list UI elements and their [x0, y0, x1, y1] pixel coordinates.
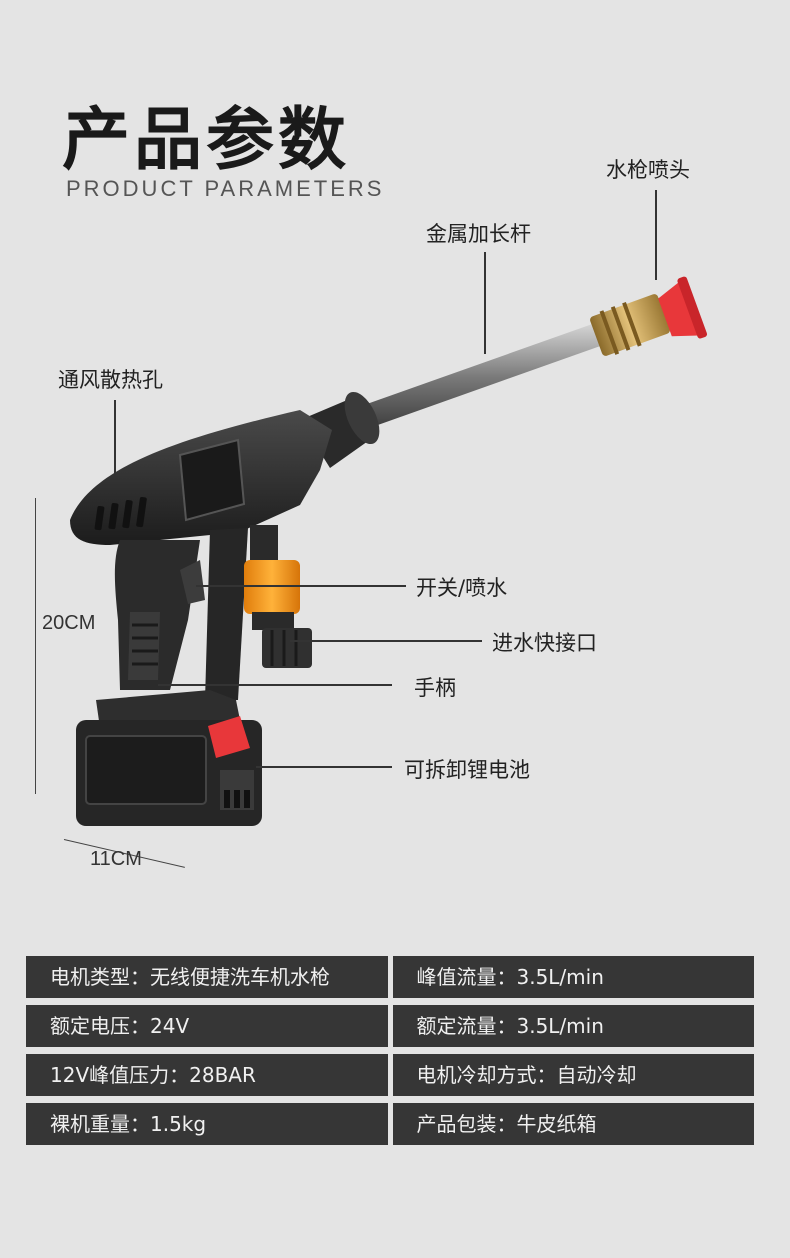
metal-rod	[350, 322, 606, 432]
leader-inlet	[290, 640, 482, 642]
callout-inlet: 进水快接口	[492, 631, 597, 655]
leader-battery	[256, 766, 392, 768]
callout-battery: 可拆卸锂电池	[404, 758, 530, 782]
specs-row: 电机类型：无线便捷洗车机水枪 峰值流量：3.5L/min	[26, 956, 754, 998]
gun-grip	[114, 528, 248, 700]
vent-slots	[94, 496, 147, 531]
callout-nozzle: 水枪喷头	[606, 158, 690, 182]
spec-cooling-method: 电机冷却方式：自动冷却	[392, 1054, 754, 1096]
page-subtitle: PRODUCT PARAMETERS	[66, 176, 385, 201]
height-dimension-line	[35, 498, 36, 794]
callout-switch: 开关/喷水	[416, 576, 508, 600]
battery-pack	[76, 690, 262, 826]
switch-inlet-column	[244, 525, 312, 668]
spec-motor-type: 电机类型：无线便捷洗车机水枪	[26, 956, 388, 998]
spec-rated-voltage: 额定电压：24V	[26, 1005, 388, 1047]
leader-rod	[484, 252, 486, 354]
callout-vent: 通风散热孔	[58, 368, 163, 392]
specs-table: 电机类型：无线便捷洗车机水枪 峰值流量：3.5L/min 额定电压：24V 额定…	[26, 956, 754, 1152]
spec-packaging: 产品包装：牛皮纸箱	[392, 1103, 754, 1145]
leader-vent	[114, 400, 116, 476]
red-nozzle	[658, 276, 708, 339]
callout-handle: 手柄	[414, 676, 456, 700]
page-title: 产品参数	[62, 101, 351, 180]
width-dimension-label: 11CM	[90, 848, 142, 870]
callout-rod: 金属加长杆	[426, 222, 531, 246]
leader-handle	[158, 684, 392, 686]
spec-weight: 裸机重量：1.5kg	[26, 1103, 388, 1145]
height-dimension-label: 20CM	[42, 612, 96, 634]
specs-row: 额定电压：24V 额定流量：3.5L/min	[26, 1005, 754, 1047]
water-gun-illustration	[70, 276, 708, 826]
specs-row: 裸机重量：1.5kg 产品包装：牛皮纸箱	[26, 1103, 754, 1145]
specs-row: 12V峰值压力：28BAR 电机冷却方式：自动冷却	[26, 1054, 754, 1096]
gun-body	[70, 410, 332, 545]
leader-switch	[196, 585, 406, 587]
spec-peak-flow: 峰值流量：3.5L/min	[392, 956, 754, 998]
spec-peak-pressure: 12V峰值压力：28BAR	[26, 1054, 388, 1096]
brass-connector	[590, 294, 670, 356]
spec-rated-flow: 额定流量：3.5L/min	[392, 1005, 754, 1047]
leader-nozzle	[655, 190, 657, 280]
